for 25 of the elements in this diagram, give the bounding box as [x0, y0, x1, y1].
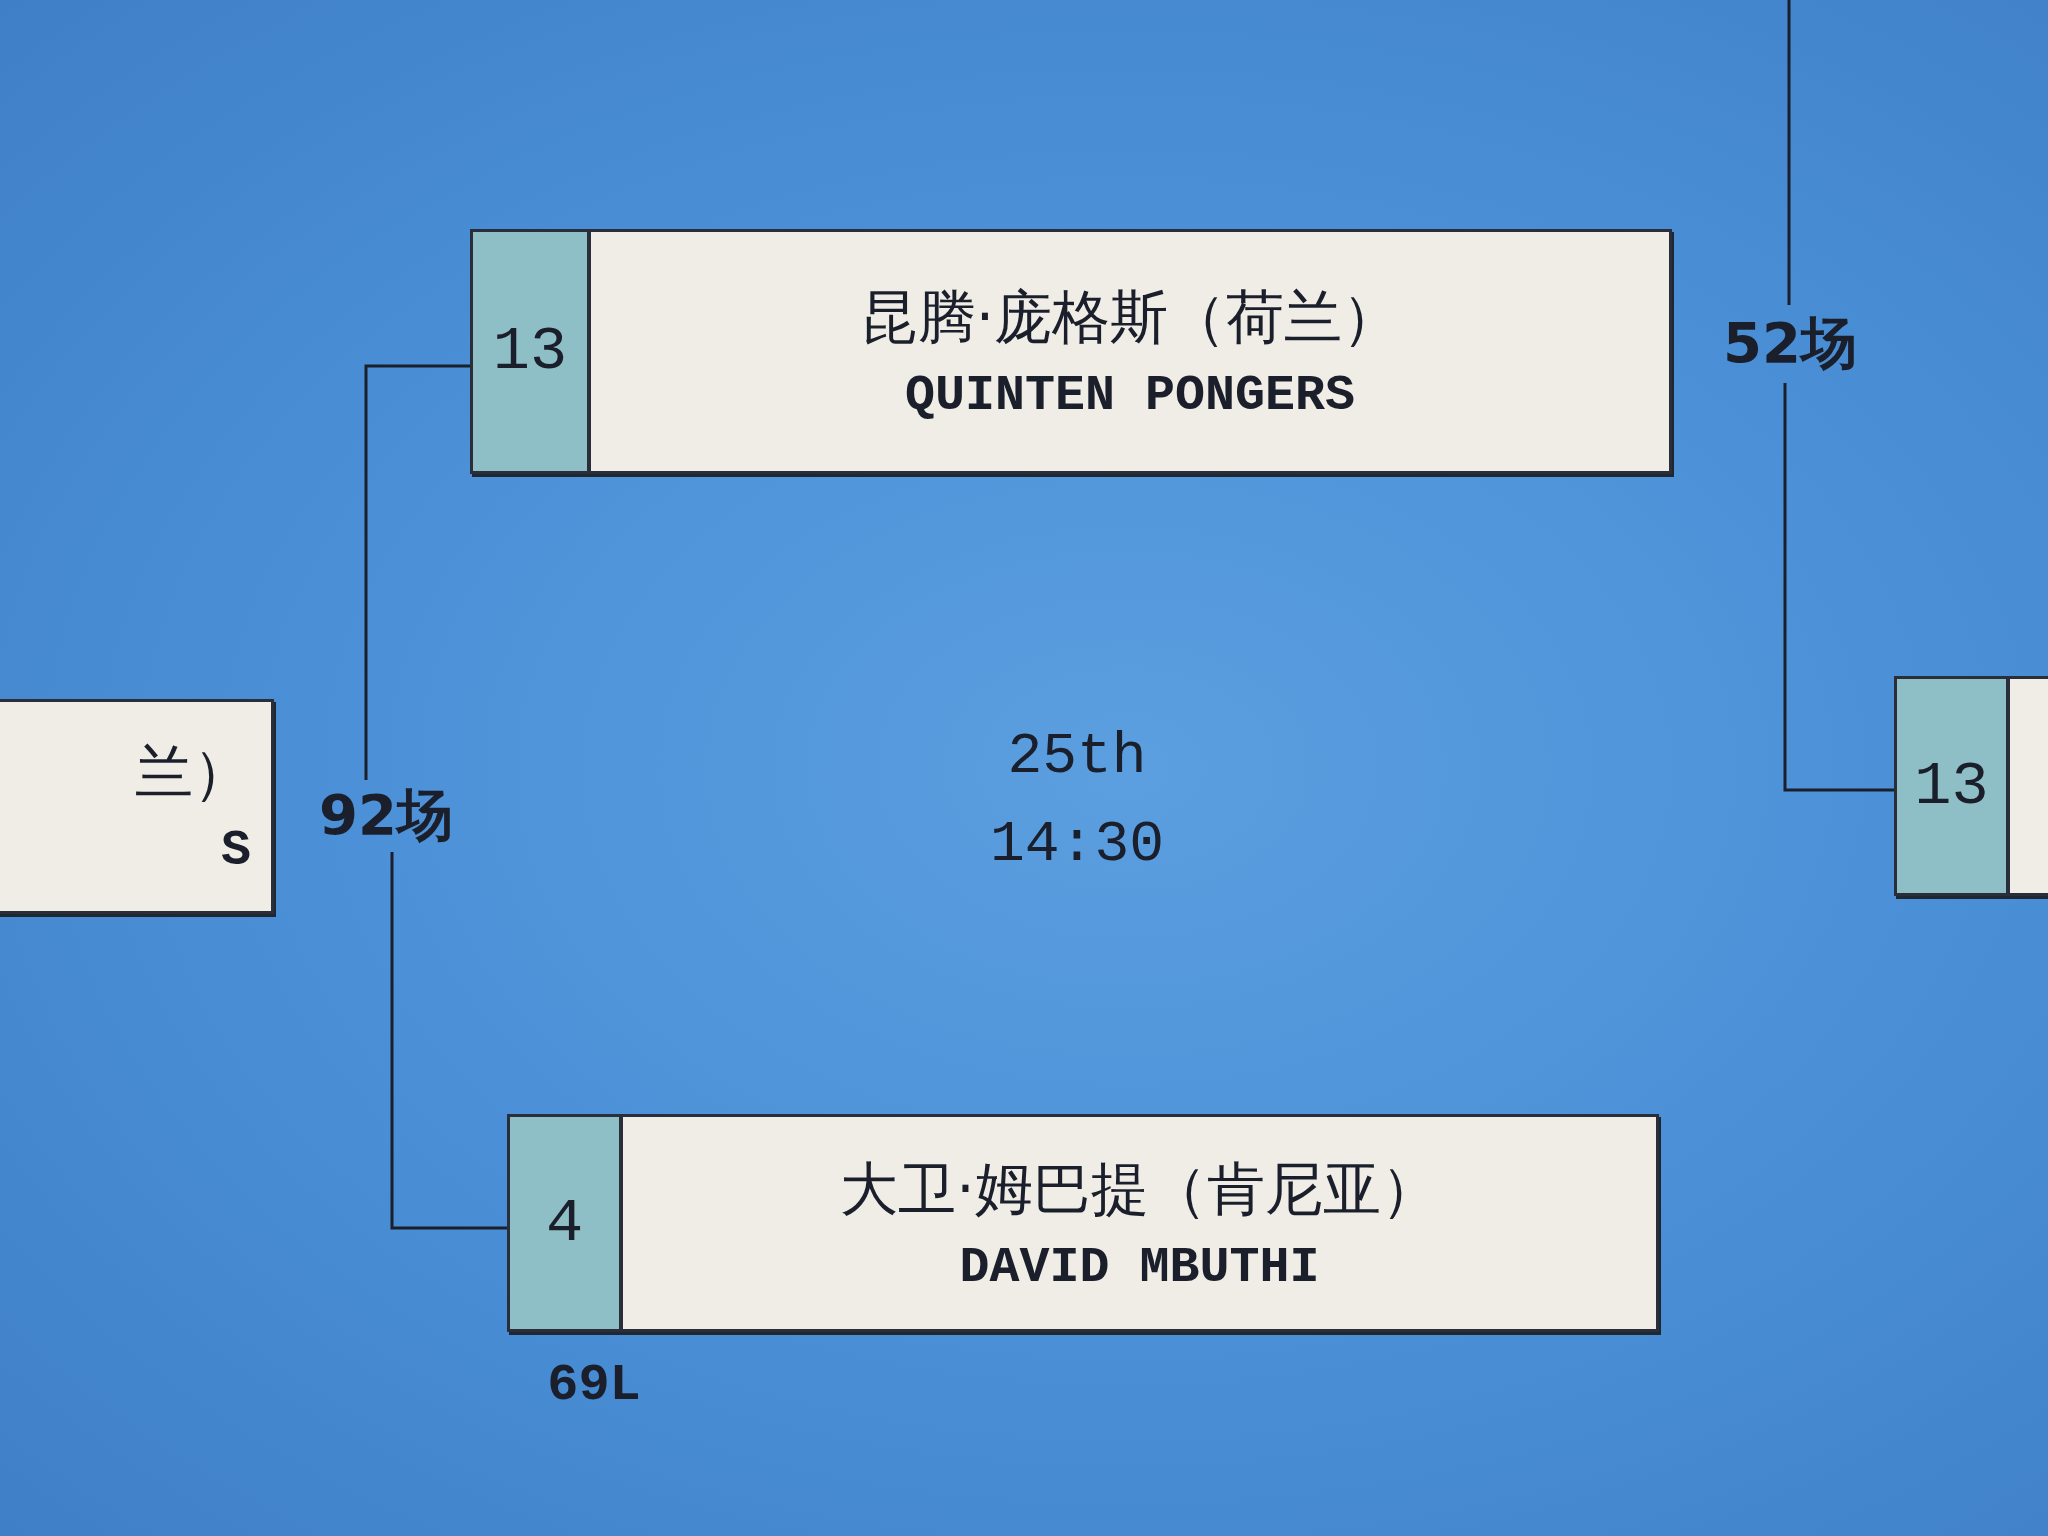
- seed-cell: [1897, 679, 2010, 893]
- player-name-latin: DAVID MBUTHI: [959, 1238, 1320, 1296]
- seed-number: 4: [545, 1187, 584, 1259]
- match-time: 14:30: [990, 812, 1164, 877]
- match-number: 92场: [319, 781, 453, 849]
- player-name-latin: QUINTEN PONGERS: [904, 367, 1356, 424]
- player-box: [507, 1114, 1659, 1332]
- bracket-line: [1783, 383, 1894, 792]
- seed-number: 13: [492, 316, 568, 387]
- seed-cell: [510, 1117, 623, 1329]
- seed-number: 13: [1914, 750, 1989, 822]
- match-number: 52场: [1723, 309, 1857, 377]
- player-box: [470, 229, 1672, 474]
- player-name: 兰）: [135, 737, 251, 808]
- match-time: 25th: [1007, 724, 1147, 789]
- bracket-line: [390, 852, 507, 1230]
- player-name: 昆腾·庞格斯（荷兰）: [859, 282, 1401, 353]
- seed-cell: [473, 232, 591, 471]
- player-name: 大卫·姆巴提（肯尼亚）: [840, 1153, 1439, 1225]
- match-note: 69L: [547, 1356, 641, 1415]
- player-box: [1894, 676, 2048, 896]
- bracket-line: [364, 364, 470, 780]
- bracket-line: [1787, 0, 1791, 305]
- player-box: [0, 699, 274, 914]
- player-name-latin: S: [221, 822, 251, 879]
